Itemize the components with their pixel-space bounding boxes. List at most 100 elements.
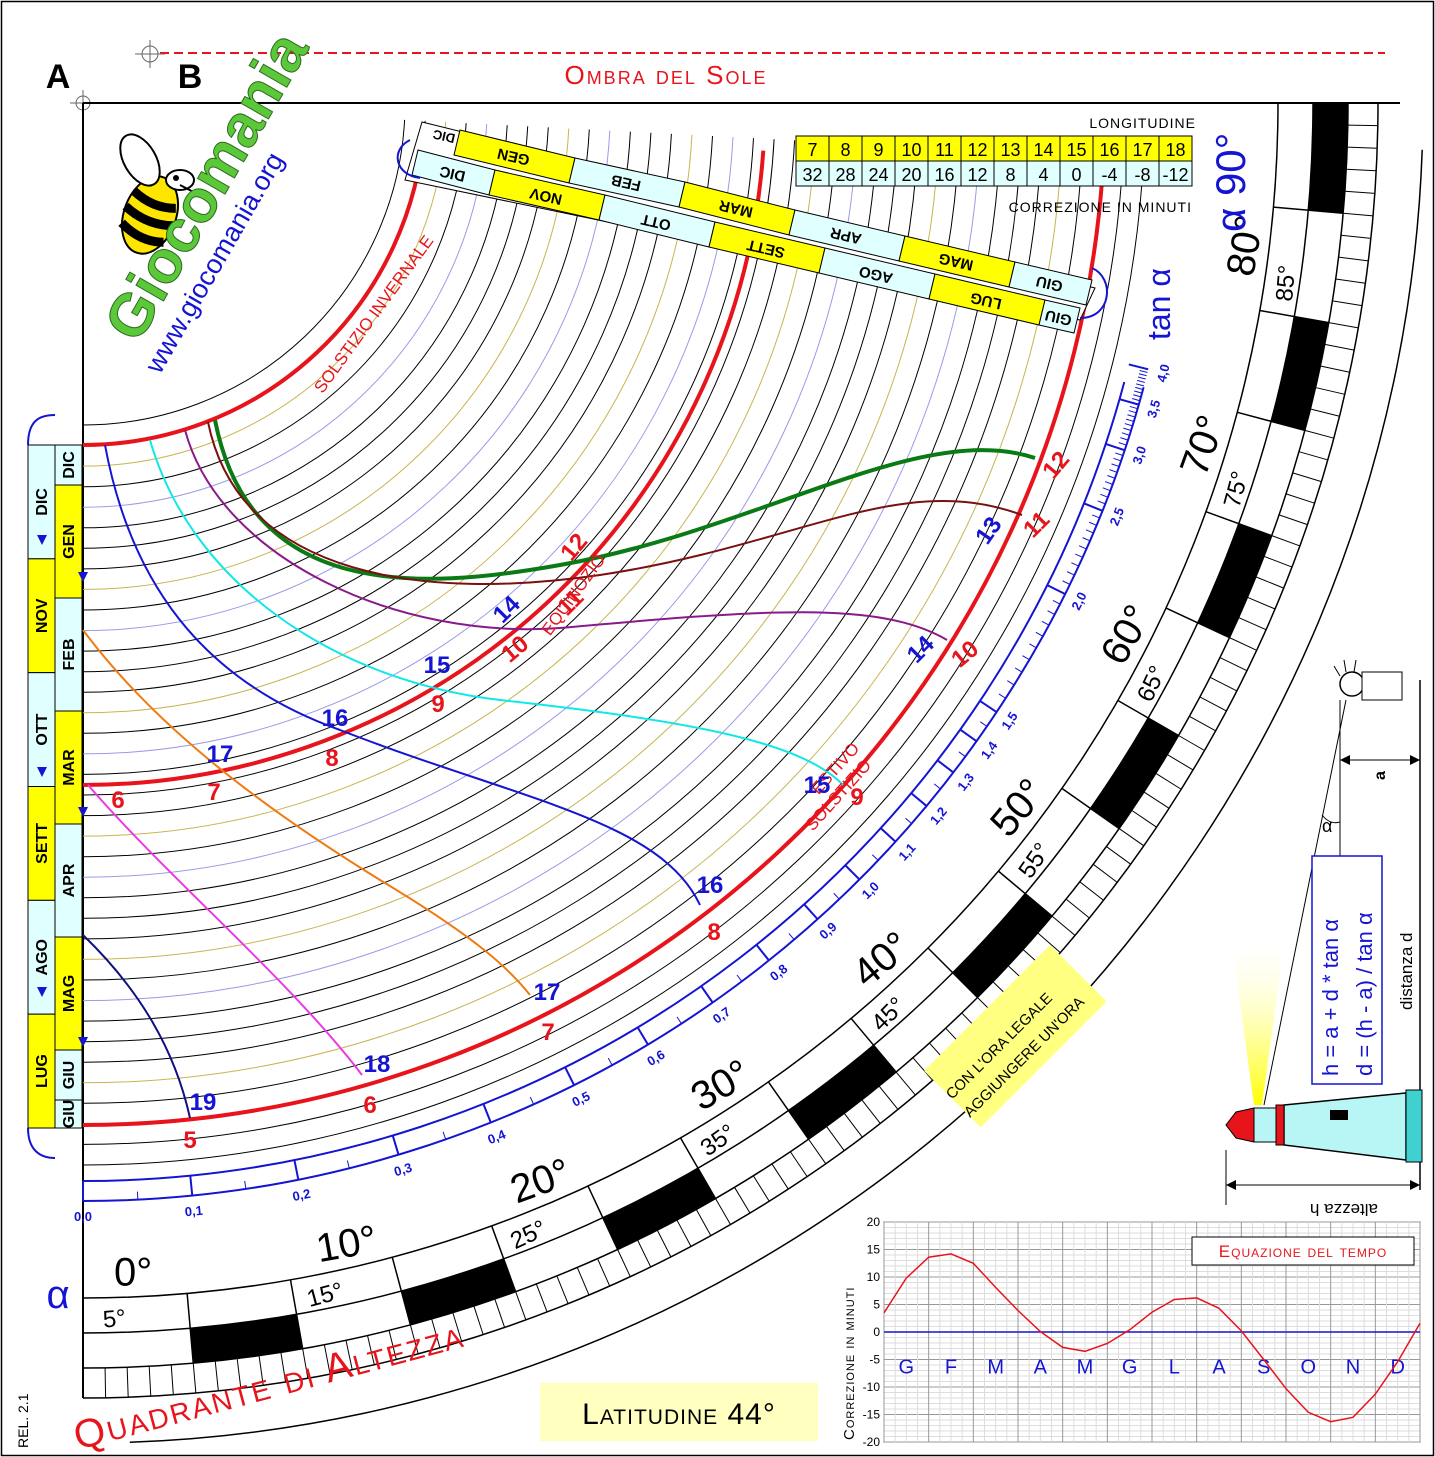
left-outer-cell	[27, 1013, 56, 1129]
correction-value: 4	[1038, 165, 1048, 185]
correction-cell	[894, 160, 929, 187]
tan-tick-label: 0,7	[710, 1004, 733, 1027]
height-formula-illustration: α a h = a + d * tan α d = (h - a) / tan …	[1225, 659, 1423, 1219]
tan-minor-tick	[1138, 373, 1147, 377]
degree-tick	[1209, 676, 1238, 692]
degree-major-tick	[1117, 699, 1179, 737]
hour-curves: SOLSTIZIO INVERNALEEQUINOZIOSOLSTIZIOEST…	[82, 232, 1075, 1154]
degree-tick	[617, 1249, 631, 1277]
tan-tick	[1128, 363, 1149, 371]
curve-hour-7	[82, 629, 531, 996]
correction-cell	[927, 160, 962, 187]
top-outer-month: FEB	[609, 171, 642, 194]
tan-minor-tick	[1007, 680, 1015, 686]
degree-tick	[1347, 146, 1378, 149]
tan-tick-label: 0,6	[644, 1047, 667, 1069]
month-arc	[82, 155, 1083, 1104]
top-inner-month: NOV	[528, 184, 564, 208]
correction-value: -12	[1162, 165, 1188, 185]
tan-minor-tick	[1115, 452, 1124, 456]
degree-major-tick	[289, 1279, 304, 1349]
degree-block	[952, 893, 1053, 998]
degree-tick	[258, 1355, 264, 1386]
degree-tick	[912, 1057, 933, 1081]
degree-major-tick	[491, 1225, 517, 1292]
distance-label: distanza d	[1397, 933, 1416, 1011]
degree-tick	[1320, 365, 1350, 373]
tan-minor-tick	[998, 693, 1006, 699]
curve-hour-9	[149, 439, 844, 786]
left-inner-month: DIC	[61, 451, 78, 479]
month-arc	[82, 142, 837, 858]
tan-minor-tick	[1120, 437, 1129, 441]
tan-minor-tick	[1041, 620, 1050, 626]
tan-minor-tick	[296, 1171, 299, 1180]
degree-major-tick	[1259, 309, 1329, 324]
alpha-90-label: α 90°	[1207, 133, 1254, 232]
tan-minor-tick	[1137, 376, 1146, 380]
height-label: altezza h	[1310, 1200, 1378, 1219]
top-corner-month: DIC	[431, 126, 457, 146]
tan-minor-tick	[1085, 529, 1094, 534]
longitude-cell	[894, 135, 929, 162]
tan-minor-tick	[1116, 447, 1125, 451]
month-arc	[82, 133, 672, 693]
degree-minor-label: 25°	[506, 1215, 550, 1255]
degree-block	[401, 1258, 516, 1325]
degree-arc	[82, 102, 1379, 1399]
down-arrow-icon	[78, 572, 88, 582]
curve-hour-11	[207, 421, 1023, 585]
tan-minor-tick	[442, 1131, 447, 1140]
longitude-cell	[1125, 135, 1160, 162]
degree-tick	[1271, 535, 1301, 547]
eot-month-label: D	[1390, 1356, 1404, 1378]
degree-tick	[826, 1126, 845, 1151]
tan-minor-tick	[736, 974, 743, 982]
degree-tick	[1051, 915, 1076, 936]
tan-minor-tick	[889, 835, 896, 842]
left-inner-cell	[54, 710, 83, 825]
correction-cell	[861, 160, 896, 187]
month-strip-left: DICNOVOTTSETTAGOLUGDICGENFEBMARAPRMAGGIU…	[27, 414, 88, 1159]
degree-minor-label: 75°	[1219, 468, 1254, 510]
tan-minor-tick	[853, 873, 860, 880]
tan-minor-tick	[529, 1096, 535, 1105]
degree-tick	[367, 1335, 375, 1365]
degree-tick	[1263, 555, 1293, 568]
latitude-label: Latitudine 44°	[582, 1398, 776, 1431]
hour-label-6: 6	[363, 1092, 376, 1119]
correction-cell	[828, 160, 863, 187]
correction-value: 24	[868, 165, 888, 185]
degree-minor-label: 65°	[1132, 662, 1172, 706]
tan-minor-tick	[1022, 655, 1030, 661]
month-arc	[82, 135, 713, 734]
formula-box	[1311, 855, 1383, 1085]
degree-major-label: 60°	[1092, 598, 1160, 672]
left-inner-cell	[54, 1099, 83, 1129]
longitude-value: 16	[1099, 140, 1119, 160]
degree-tick	[752, 1175, 770, 1202]
correction-cell	[1158, 160, 1193, 187]
correction-value: -4	[1101, 165, 1117, 185]
bee-icon	[118, 133, 206, 255]
curve-hour-12	[213, 419, 1036, 581]
degree-tick	[1298, 451, 1328, 461]
degree-tick	[1065, 898, 1090, 919]
degree-tick	[715, 1198, 731, 1225]
degree-major-tick	[1205, 511, 1272, 537]
eot-ytick: -20	[863, 1435, 881, 1449]
degree-tick	[104, 1367, 107, 1398]
degree-tick	[1285, 493, 1315, 504]
formula-d: d = (h - a) / tan α	[1352, 912, 1377, 1076]
left-inner-cell	[54, 484, 83, 599]
hour-label-8: 8	[707, 919, 720, 946]
eot-month-label: A	[1034, 1356, 1048, 1378]
down-arrow-icon	[37, 767, 47, 777]
degree-tick	[126, 1367, 129, 1398]
degree-tick	[494, 1298, 506, 1328]
correction-title: CORREZIONE IN MINUTI	[1009, 199, 1192, 215]
down-arrow-icon	[37, 535, 47, 545]
